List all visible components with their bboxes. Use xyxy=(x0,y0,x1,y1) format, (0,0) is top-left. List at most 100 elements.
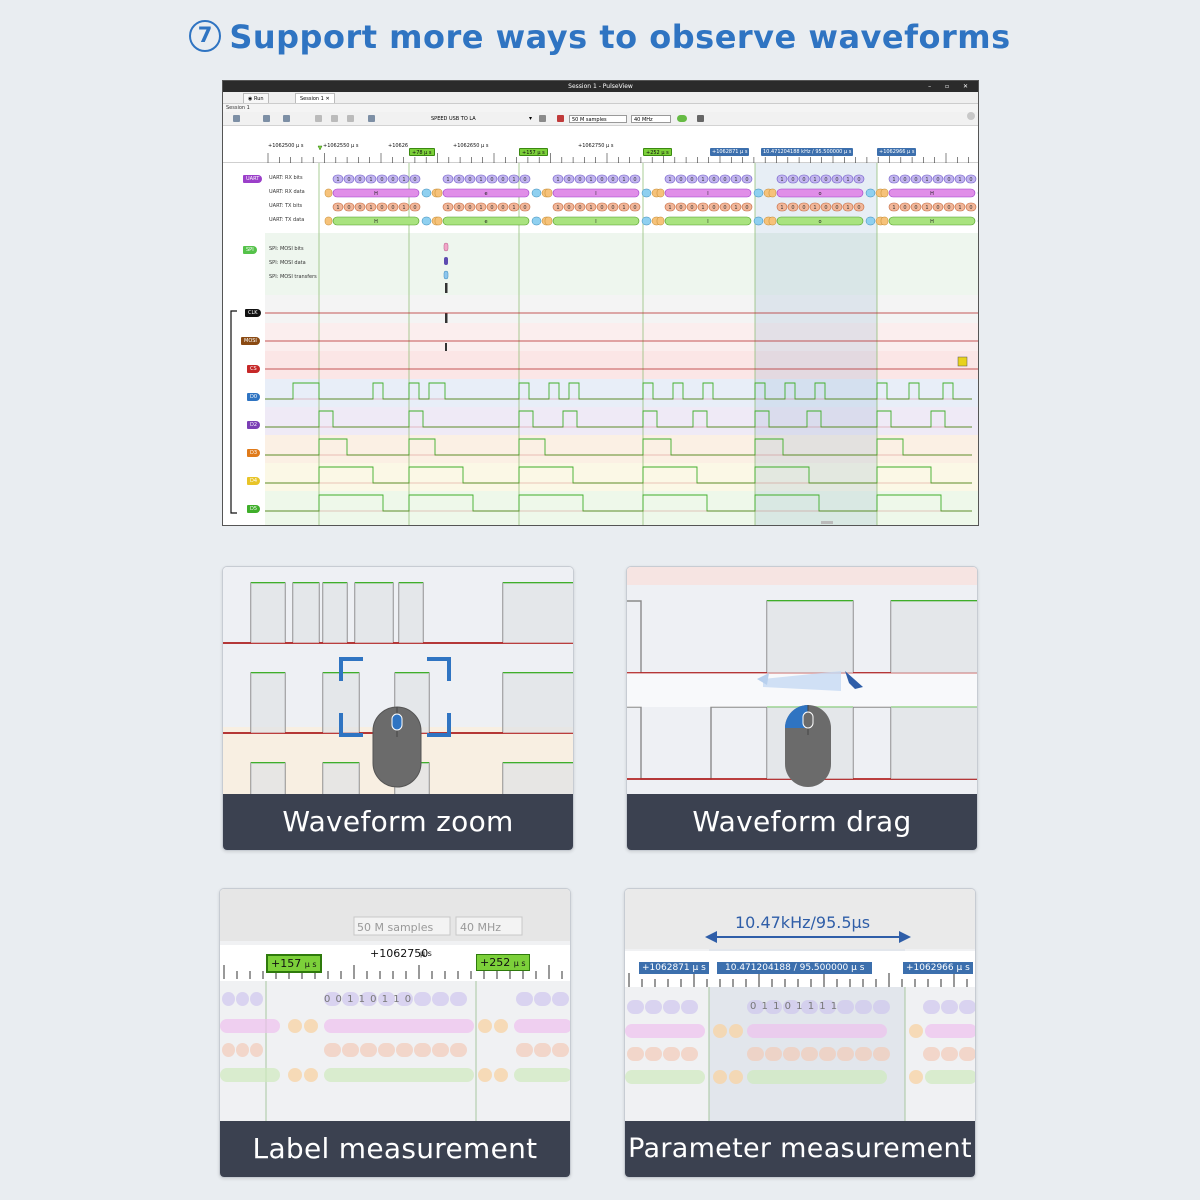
probe-icon[interactable] xyxy=(557,115,564,122)
cursor-flag[interactable]: +1062871 μ s xyxy=(710,148,750,156)
data-cell xyxy=(332,188,420,198)
bit-cell xyxy=(747,1047,764,1061)
channel-tag[interactable]: D4 xyxy=(247,477,261,485)
rate-select[interactable]: 40 MHz xyxy=(631,115,671,123)
cursor-flag: +1062871 μ s xyxy=(639,962,709,974)
cursor-icon[interactable] xyxy=(368,115,375,122)
window-controls[interactable]: – ▫ ✕ xyxy=(928,83,974,90)
data-cell xyxy=(324,1019,474,1033)
data-cell xyxy=(324,1068,474,1082)
cursor-flag[interactable]: +157 μ s xyxy=(519,148,548,156)
zoom-out-icon[interactable] xyxy=(331,115,338,122)
zoom-fit-icon[interactable] xyxy=(347,115,354,122)
data-cell xyxy=(776,216,864,226)
new-session-icon[interactable] xyxy=(233,115,240,122)
mouse-left-button-icon xyxy=(785,705,808,728)
waveform-fill xyxy=(503,673,573,733)
tab-session[interactable]: Session 1 ✕ xyxy=(295,93,335,103)
data-value: o xyxy=(818,219,821,225)
save-icon[interactable] xyxy=(283,115,290,122)
track-band xyxy=(265,295,978,323)
dropdown-chevron-icon[interactable]: ▾ xyxy=(529,115,533,122)
bit-value: 1 xyxy=(479,177,482,183)
bit-cell xyxy=(681,1047,698,1061)
spi-decoder-tag[interactable]: SPI xyxy=(243,246,257,254)
bit-cell xyxy=(888,174,900,184)
track-band xyxy=(265,379,978,407)
tab-run-label: Run xyxy=(253,96,264,102)
channel-tag[interactable]: D5 xyxy=(247,505,261,513)
measurement-flag[interactable]: 10.471204188 kHz / 95.500000 μ s xyxy=(761,148,854,156)
stop-bit-cell xyxy=(865,216,876,226)
bit-cell xyxy=(675,202,687,212)
bit-value: 1 xyxy=(780,177,783,183)
pulseview-window: Session 1 - PulseView – ▫ ✕ ◉ Run Sessio… xyxy=(222,80,979,526)
decoder-row-label: UART: TX bits xyxy=(269,203,303,209)
samples-select[interactable]: 50 M samples xyxy=(569,115,627,123)
start-bit-cell xyxy=(768,188,777,198)
bit-cell xyxy=(360,1043,377,1057)
stop-bit-cell xyxy=(304,1019,318,1033)
channel-tag[interactable]: D3 xyxy=(247,449,261,457)
channel-tag[interactable]: CLK xyxy=(245,309,261,317)
bit-cell xyxy=(222,1043,235,1057)
uart-decoder-tag[interactable]: UART xyxy=(243,175,263,183)
bit-value: 0 xyxy=(679,177,682,183)
bit-cell xyxy=(681,1000,698,1014)
track-band xyxy=(265,351,978,379)
bit-cell xyxy=(508,174,520,184)
bit-value: 1 xyxy=(925,177,928,183)
bit-cell xyxy=(801,1000,818,1014)
bit-value: 1 xyxy=(336,205,339,211)
cursor-flag[interactable]: +1062966 μ s xyxy=(877,148,917,156)
bit-cell xyxy=(801,1047,818,1061)
card-label-measurement: 50 M samples 40 MHz +1062750 μ s +157 μ … xyxy=(219,888,571,1178)
bit-value: 0 xyxy=(380,205,383,211)
bit-value: 0 xyxy=(712,177,715,183)
open-icon[interactable] xyxy=(263,115,270,122)
bit-cell xyxy=(697,202,709,212)
channel-tag[interactable]: MOSI xyxy=(241,337,260,345)
bit-value: 0 xyxy=(490,177,493,183)
run-toggle-icon[interactable] xyxy=(677,115,687,122)
bit-value: 1 xyxy=(846,205,849,211)
bit-cell xyxy=(519,174,531,184)
tab-run[interactable]: ◉ Run xyxy=(243,93,269,103)
cursor-flag[interactable]: +252 μ s xyxy=(643,148,672,156)
bit-cell xyxy=(663,1000,680,1014)
channel-tag[interactable]: D2 xyxy=(247,421,261,429)
configure-icon[interactable] xyxy=(539,115,546,122)
data-value: o xyxy=(818,191,821,197)
decoder-icon[interactable] xyxy=(697,115,704,122)
bit-cell xyxy=(747,1000,764,1014)
channel-tag[interactable]: D0 xyxy=(247,393,261,401)
bit-cell xyxy=(396,992,413,1006)
data-cell xyxy=(514,1068,570,1082)
bit-value: 1 xyxy=(556,177,559,183)
decoder-row-label: UART: RX bits xyxy=(269,175,303,181)
measure-arrowhead xyxy=(705,931,717,943)
decoder-row-label: UART: TX data xyxy=(269,217,305,223)
stop-bit-cell xyxy=(304,1068,318,1082)
time-ruler[interactable]: +1062500 μ s +1062550 μ s +10626 +106265… xyxy=(223,141,978,163)
device-select[interactable]: SPEED USB TO LA xyxy=(431,116,476,122)
bit-value: 1 xyxy=(813,205,816,211)
stop-bit-cell xyxy=(977,219,978,223)
bit-cell xyxy=(552,174,564,184)
bit-cell xyxy=(376,202,388,212)
bit-values: 0 1 1 0 1 1 1 1 xyxy=(750,1001,839,1012)
data-cell xyxy=(552,216,640,226)
zoom-in-icon[interactable] xyxy=(315,115,322,122)
tab-session-label: Session 1 xyxy=(300,96,324,102)
bit-cell xyxy=(324,992,341,1006)
bit-cell xyxy=(787,202,799,212)
channel-tag[interactable]: CS xyxy=(247,365,260,373)
close-session-icon[interactable] xyxy=(967,112,975,120)
bit-cell xyxy=(450,992,467,1006)
start-bit-cell xyxy=(324,216,333,226)
waveform-fill xyxy=(251,763,285,797)
cursor-flag[interactable]: +78 μ s xyxy=(409,148,435,156)
bit-cell xyxy=(873,1000,890,1014)
bit-value: 1 xyxy=(780,205,783,211)
